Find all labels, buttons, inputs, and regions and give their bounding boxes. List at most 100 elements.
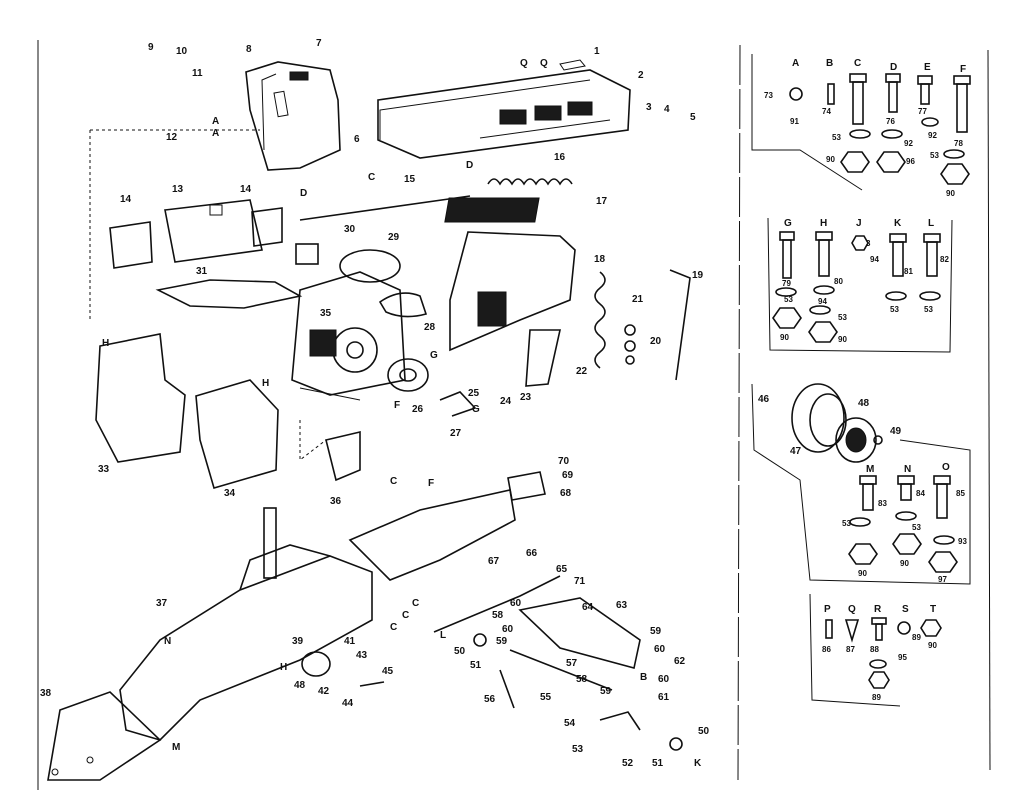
hw-letter-R: R: [874, 604, 882, 615]
hw-num-53h: 53: [912, 523, 921, 532]
side-plate-34: [195, 379, 279, 489]
callout-39: 39: [292, 636, 304, 647]
hw-num-89b: 89: [872, 693, 881, 702]
callout-51b: 51: [652, 758, 664, 769]
callout-11: 11: [192, 68, 203, 79]
callout-56: 56: [484, 694, 496, 705]
hw-num-84: 84: [916, 489, 925, 498]
hw-num-87: 87: [846, 645, 855, 654]
part-27: [439, 391, 477, 417]
callout-20: 20: [650, 336, 662, 347]
callout-8: 8: [246, 44, 252, 55]
pulley-41: [301, 651, 331, 677]
engine-assembly: [291, 243, 429, 401]
hw-num-73: 73: [764, 91, 773, 100]
callout-69: 69: [562, 470, 574, 481]
callout-67: 67: [488, 556, 500, 567]
hw-num-97: 97: [938, 575, 947, 584]
callout-25: 25: [468, 388, 480, 399]
right-border-line: [987, 49, 991, 771]
callout-33: 33: [98, 464, 110, 475]
callout-62: 62: [674, 656, 686, 667]
callout-10: 10: [176, 46, 188, 57]
bracket-68: [507, 471, 546, 501]
main-frame: [47, 507, 373, 781]
hw-num-53d: 53: [838, 313, 847, 322]
callout-68: 68: [560, 488, 572, 499]
hw-letter-J: J: [856, 218, 862, 229]
bracket-64: [518, 597, 641, 669]
callout-14b: 14: [240, 184, 252, 195]
hw-num-3: 3: [866, 239, 871, 248]
hw-letter-F: F: [960, 64, 966, 75]
callout-27: 27: [450, 428, 462, 439]
hw-letter-N: N: [904, 464, 911, 475]
callout-16: 16: [554, 152, 566, 163]
link-56: [499, 669, 515, 709]
hw-num-83: 83: [878, 499, 887, 508]
callout-5: 5: [690, 112, 696, 123]
callout-31: 31: [196, 266, 208, 277]
callout-7: 7: [316, 38, 322, 49]
hw-letter-T: T: [930, 604, 936, 615]
hw-letter-P: P: [824, 604, 831, 615]
hw-num-91: 91: [790, 117, 799, 126]
callout-C5: C: [390, 622, 397, 633]
hw-num-79: 79: [782, 279, 791, 288]
hw-num-78: 78: [954, 139, 963, 148]
callout-26: 26: [412, 404, 424, 415]
callout-46: 46: [758, 394, 770, 405]
callout-D1: D: [300, 188, 307, 199]
fuel-tank: [164, 199, 263, 263]
callout-6: 6: [354, 134, 360, 145]
callout-H2: H: [262, 378, 269, 389]
hw-num-92: 92: [904, 139, 913, 148]
bracket-36: [325, 430, 361, 482]
hw-num-90d: 90: [838, 335, 847, 344]
hw-letter-S: S: [902, 604, 909, 615]
callout-L1: L: [440, 630, 446, 641]
callout-47: 47: [790, 446, 802, 457]
callout-48: 48: [294, 680, 306, 691]
hw-num-88: 88: [870, 645, 879, 654]
hw-num-82: 82: [940, 255, 949, 264]
callout-50b: 50: [698, 726, 710, 737]
rod-19: [669, 269, 691, 381]
callout-45: 45: [382, 666, 394, 677]
callout-B1: B: [640, 672, 647, 683]
hw-num-76: 76: [886, 117, 895, 126]
callout-A1: A: [212, 116, 219, 127]
hw-num-80: 80: [834, 277, 843, 286]
callout-57: 57: [566, 658, 578, 669]
hw-num-90e: 90: [858, 569, 867, 578]
callout-2: 2: [638, 70, 644, 81]
grille-screen: [444, 197, 540, 223]
hw-num-93: 93: [958, 537, 967, 546]
callout-37: 37: [156, 598, 168, 609]
side-plate-33: [95, 333, 186, 463]
callout-C2: C: [390, 476, 397, 487]
callout-C4: C: [402, 610, 409, 621]
callout-21: 21: [632, 294, 644, 305]
hw-num-53e: 53: [890, 305, 899, 314]
hw-letter-A: A: [792, 58, 799, 69]
callout-66: 66: [526, 548, 538, 559]
callout-54: 54: [564, 718, 576, 729]
callout-4: 4: [664, 104, 670, 115]
callout-63: 63: [616, 600, 628, 611]
wheel-hub: [835, 417, 877, 463]
washer-50b: [669, 737, 683, 751]
callout-53: 53: [572, 744, 584, 755]
callout-F2: F: [428, 478, 434, 489]
callout-60b: 60: [502, 624, 514, 635]
hood-assembly: [377, 59, 631, 159]
hw-letter-B: B: [826, 58, 833, 69]
callout-H1: H: [102, 338, 109, 349]
hw-num-53: 53: [832, 133, 841, 142]
callout-14: 14: [120, 194, 132, 205]
hw-num-94b: 94: [818, 297, 827, 306]
hw-letter-H: H: [820, 218, 827, 229]
callout-22: 22: [576, 366, 588, 377]
hw-letter-O: O: [942, 462, 950, 473]
hw-num-53b: 53: [930, 151, 939, 160]
